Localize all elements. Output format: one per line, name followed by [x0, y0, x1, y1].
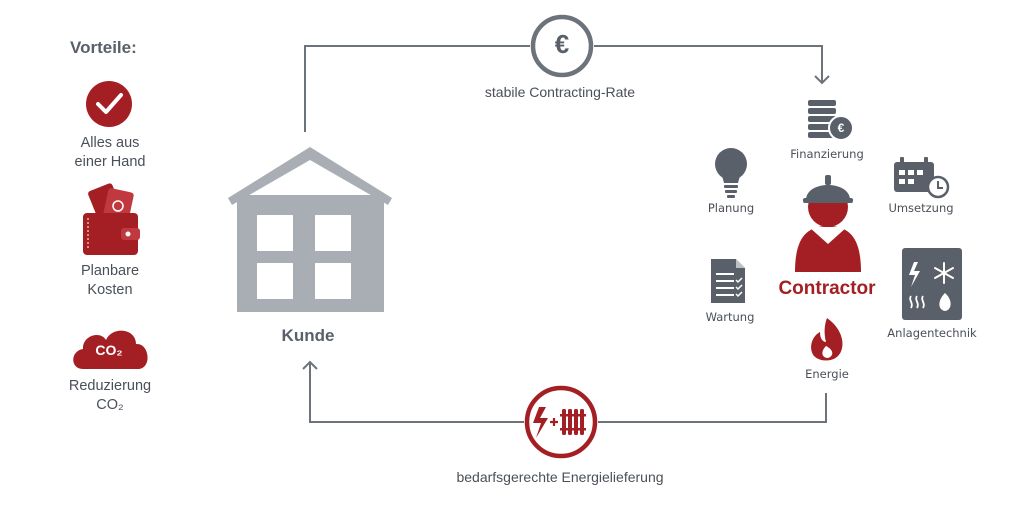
service-label-maintenance: Wartung	[705, 310, 755, 324]
energy-supply-circle-icon	[524, 385, 598, 459]
euro-circle-icon	[530, 14, 594, 78]
service-label-implementation: Umsetzung	[888, 201, 954, 215]
worker-with-helmet-icon	[795, 175, 861, 272]
co2-cloud-icon	[73, 330, 148, 369]
flame-icon	[811, 318, 843, 361]
energy-system-panel-icon	[902, 248, 962, 320]
payment-line-left	[304, 45, 530, 132]
service-label-financing: Finanzierung	[790, 147, 864, 161]
payment-line-right	[594, 45, 823, 82]
house-icon	[228, 147, 392, 312]
euro-symbol: €	[554, 29, 570, 59]
benefit-co2-reduction-line1: Reduzierung	[68, 378, 152, 394]
checkmark-icon	[86, 81, 132, 127]
service-label-plant-technology: Anlagentechnik	[887, 326, 977, 340]
benefit-one-hand-line2: einer Hand	[74, 154, 146, 170]
lightbulb-icon	[715, 148, 747, 198]
supply-line-left	[309, 362, 524, 423]
co2-badge-label: CO₂	[95, 342, 123, 358]
supply-label: bedarfsgerechte Energielieferung	[456, 469, 664, 485]
service-label-planning: Planung	[707, 201, 755, 215]
checklist-document-icon	[711, 259, 745, 303]
wallet-icon	[83, 183, 140, 255]
coin-euro-symbol: €	[837, 121, 845, 135]
payment-arrowhead	[814, 75, 830, 85]
calendar-clock-icon	[894, 157, 950, 199]
benefit-co2-reduction: Reduzierung CO₂	[50, 377, 170, 415]
supply-arrowhead	[302, 360, 318, 370]
customer-label: Kunde	[281, 326, 335, 345]
benefit-plannable-costs-line2: Kosten	[87, 282, 133, 298]
benefit-one-hand-line1: Alles aus	[80, 135, 140, 151]
benefits-heading: Vorteile:	[70, 38, 137, 57]
payment-label: stabile Contracting-Rate	[484, 84, 636, 100]
benefit-plannable-costs: Planbare Kosten	[50, 262, 170, 300]
contractor-label: Contractor	[778, 278, 876, 299]
supply-line-right	[598, 393, 827, 423]
benefit-plannable-costs-line1: Planbare	[80, 263, 140, 279]
benefit-co2-reduction-line2: CO₂	[96, 397, 124, 413]
coin-stack-euro-icon	[808, 100, 854, 141]
service-label-energy: Energie	[805, 367, 849, 381]
benefit-one-hand: Alles aus einer Hand	[50, 134, 170, 172]
